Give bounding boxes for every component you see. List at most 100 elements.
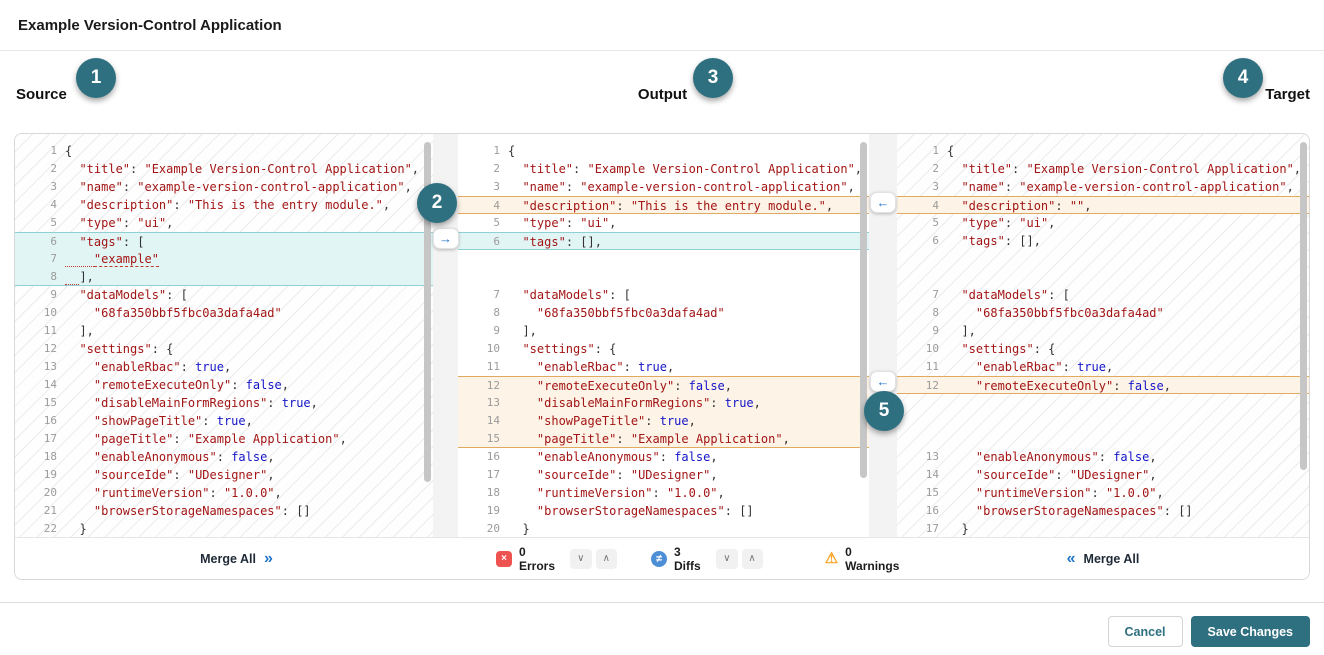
line-number: 8 <box>50 270 57 283</box>
code-line: 19 "sourceIde": "UDesigner", <box>15 466 433 484</box>
line-number: 2 <box>932 162 939 175</box>
code-line: 11 ], <box>15 322 433 340</box>
line-number: 1 <box>932 144 939 157</box>
previous-error-button[interactable]: ∧ <box>595 548 617 569</box>
merge-line-right-button[interactable]: → <box>432 228 459 249</box>
line-number: 17 <box>925 522 939 535</box>
code-line: 15 "pageTitle": "Example Application", <box>458 430 869 448</box>
code-line: 17 "pageTitle": "Example Application", <box>15 430 433 448</box>
line-number: 10 <box>486 342 500 355</box>
line-number: 12 <box>486 379 500 392</box>
line-number: 4 <box>50 198 57 211</box>
code-line: 16 "enableAnonymous": false, <box>458 448 869 466</box>
line-number: 12 <box>43 342 57 355</box>
line-number: 3 <box>50 180 57 193</box>
line-number <box>897 268 947 286</box>
line-number: 18 <box>486 486 500 499</box>
target-code-pane[interactable]: 1{2 "title": "Example Version-Control Ap… <box>897 134 1309 537</box>
code-line: 13 "enableRbac": true, <box>15 358 433 376</box>
code-line: 16 "showPageTitle": true, <box>15 412 433 430</box>
code-line: 5 "type": "ui", <box>15 214 433 232</box>
merge-all-source-button[interactable]: Merge All » <box>194 550 279 568</box>
pane-labels-row: Source Output Target <box>0 51 1324 132</box>
code-line: 14 "showPageTitle": true, <box>458 412 869 430</box>
code-line: 16 "browserStorageNamespaces": [] <box>897 502 1309 520</box>
next-error-button[interactable]: ∨ <box>570 548 592 569</box>
line-number: 12 <box>925 379 939 392</box>
save-changes-button[interactable]: Save Changes <box>1190 616 1310 647</box>
line-number: 10 <box>925 342 939 355</box>
title-bar: Example Version-Control Application <box>0 0 1324 51</box>
output-scrollbar[interactable] <box>860 142 867 478</box>
line-number <box>458 250 508 268</box>
code-line: 19 "browserStorageNamespaces": [] <box>458 502 869 520</box>
callout-badge-4: 4 <box>1223 58 1263 98</box>
code-line: 7 "example" <box>15 250 433 268</box>
line-number: 15 <box>486 432 500 445</box>
merge-status-bar: Merge All » × 0 Errors ∨ ∧ ≠ 3 Diffs ∨ ∧… <box>15 537 1309 579</box>
source-pane-label: Source <box>16 86 67 103</box>
code-line: 2 "title": "Example Version-Control Appl… <box>15 160 433 178</box>
line-number: 10 <box>43 306 57 319</box>
warnings-count-label: 0 Warnings <box>845 544 900 573</box>
code-line: 5 "type": "ui", <box>897 214 1309 232</box>
code-spacer-line <box>897 250 1309 268</box>
code-line: 8 "68fa350bbf5fbc0a3dafa4ad" <box>458 304 869 322</box>
line-number <box>897 394 947 412</box>
line-number: 1 <box>50 144 57 157</box>
line-number: 17 <box>43 432 57 445</box>
line-number: 15 <box>925 486 939 499</box>
line-number: 5 <box>932 216 939 229</box>
line-number: 22 <box>43 522 57 535</box>
source-scrollbar[interactable] <box>424 142 431 482</box>
code-line: 11 "enableRbac": true, <box>458 358 869 376</box>
code-line: 1{ <box>897 142 1309 160</box>
double-chevron-right-icon: » <box>263 549 273 567</box>
output-code-pane[interactable]: 1{2 "title": "Example Version-Control Ap… <box>458 134 869 537</box>
next-diff-button[interactable]: ∨ <box>716 548 738 569</box>
diff-status-section: × 0 Errors ∨ ∧ ≠ 3 Diffs ∨ ∧ ⚠ 0 Warning… <box>458 544 900 573</box>
three-way-diff-editor: 1{2 "title": "Example Version-Control Ap… <box>15 134 1309 537</box>
merge-all-source-label: Merge All <box>200 551 256 566</box>
code-line: 14 "sourceIde": "UDesigner", <box>897 466 1309 484</box>
line-number <box>897 250 947 268</box>
code-line: 1{ <box>15 142 433 160</box>
merge-all-target-label: Merge All <box>1083 551 1140 566</box>
merge-all-target-button[interactable]: « Merge All <box>1061 550 1146 568</box>
previous-diff-button[interactable]: ∧ <box>741 548 763 569</box>
not-equal-icon: ≠ <box>651 550 668 567</box>
diffs-count-label: 3 Diffs <box>674 544 701 573</box>
output-target-gutter: ← ← <box>869 134 897 537</box>
target-scrollbar[interactable] <box>1300 142 1307 470</box>
line-number: 7 <box>493 288 500 301</box>
code-line: 9 "dataModels": [ <box>15 286 433 304</box>
code-line: 17 } <box>897 520 1309 537</box>
line-number <box>897 412 947 430</box>
source-code-pane[interactable]: 1{2 "title": "Example Version-Control Ap… <box>15 134 433 537</box>
code-line: 3 "name": "example-version-control-appli… <box>897 178 1309 196</box>
code-line: 6 "tags": [], <box>458 232 869 250</box>
double-chevron-left-icon: « <box>1066 549 1076 567</box>
code-line: 4 "description": "This is the entry modu… <box>15 196 433 214</box>
code-line: 6 "tags": [ <box>15 232 433 250</box>
line-number: 16 <box>43 414 57 427</box>
merge-line-left-button-1[interactable]: ← <box>870 192 896 213</box>
warning-icon: ⚠ <box>824 550 839 567</box>
code-line: 7 "dataModels": [ <box>458 286 869 304</box>
line-number: 3 <box>932 180 939 193</box>
line-number: 9 <box>493 324 500 337</box>
code-line: 13 "enableAnonymous": false, <box>897 448 1309 466</box>
line-number: 20 <box>486 522 500 535</box>
cancel-button[interactable]: Cancel <box>1107 616 1183 647</box>
code-line: 7 "dataModels": [ <box>897 286 1309 304</box>
error-icon: × <box>496 550 512 567</box>
code-line: 4 "description": "", <box>897 196 1309 214</box>
errors-count-label: 0 Errors <box>519 544 556 573</box>
code-line: 5 "type": "ui", <box>458 214 869 232</box>
line-number: 7 <box>932 288 939 301</box>
code-spacer-line <box>897 268 1309 286</box>
warnings-status-group: ⚠ 0 Warnings <box>825 545 900 573</box>
code-spacer-line <box>458 268 869 286</box>
line-number: 19 <box>486 504 500 517</box>
merge-line-left-button-2[interactable]: ← <box>870 371 896 392</box>
